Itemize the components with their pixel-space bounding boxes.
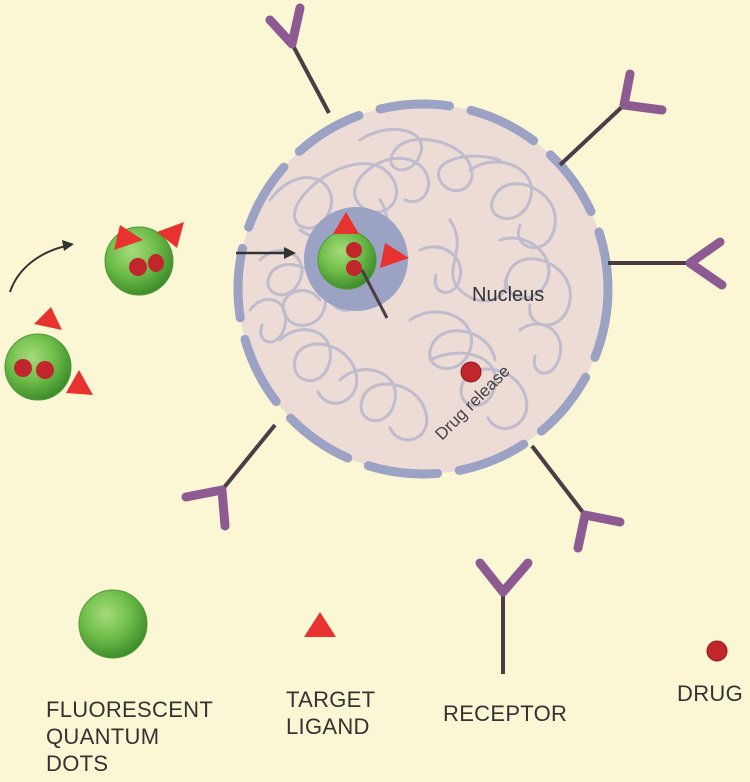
legend-quantum-dot-icon xyxy=(78,589,148,659)
legend-label-receptor: RECEPTOR xyxy=(443,700,567,727)
legend-receptor-line-1: RECEPTOR xyxy=(443,701,568,726)
legend-quantum-dots-line-3: DOTS xyxy=(46,751,109,776)
legend-label-ligand: TARGET LIGAND xyxy=(286,686,375,740)
curved-arrow xyxy=(9,245,67,293)
receptor-bottom-right xyxy=(530,444,625,553)
legend-receptor-icon xyxy=(475,558,533,674)
entry-arrow-head xyxy=(284,247,296,259)
receptor-top xyxy=(265,3,331,114)
legend-drug-icon xyxy=(706,640,728,662)
legend-ligand-icon xyxy=(304,612,336,637)
legend-ligand-line-1: TARGET xyxy=(286,687,376,712)
receptor-bottom-left xyxy=(181,423,277,531)
receptor-right xyxy=(608,237,727,290)
legend-quantum-dots-line-1: FLUORESCENT xyxy=(46,697,214,722)
released-drug xyxy=(460,361,482,383)
legend-drug-line-1: DRUG xyxy=(677,681,743,706)
nucleus-label: Nucleus xyxy=(472,284,544,306)
legend-label-drug: DRUG xyxy=(677,680,743,707)
legend-quantum-dots-line-2: QUANTUM xyxy=(46,724,160,749)
legend-label-quantum-dots: FLUORESCENT QUANTUM DOTS xyxy=(46,696,213,777)
quantum-dot-1 xyxy=(4,307,93,401)
legend-ligand-line-2: LIGAND xyxy=(286,714,370,739)
quantum-dot-3 xyxy=(317,212,409,319)
quantum-dot-2 xyxy=(104,222,184,296)
receptor-top-right xyxy=(558,69,667,167)
nuclear-membrane xyxy=(233,99,613,479)
curved-arrow-head xyxy=(62,240,74,251)
